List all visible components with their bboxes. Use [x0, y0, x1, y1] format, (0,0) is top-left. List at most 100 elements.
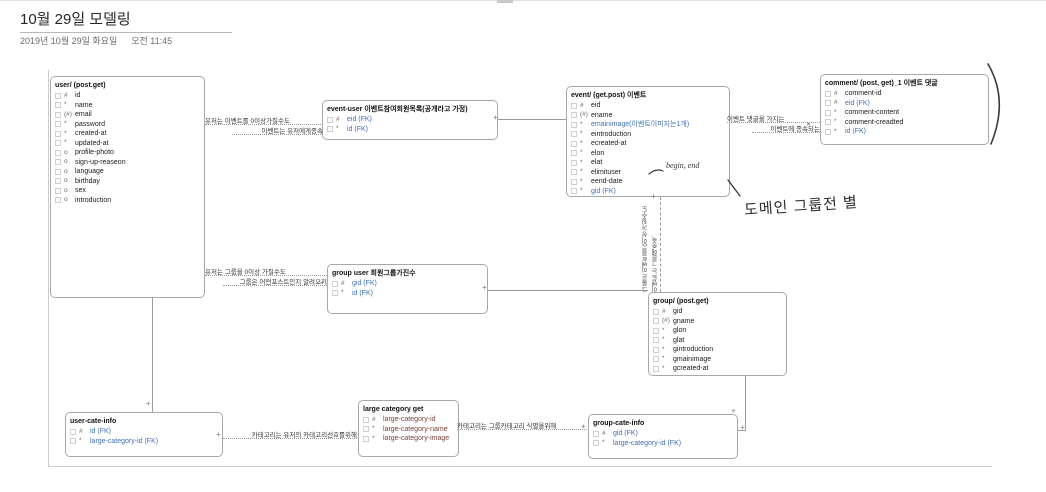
entity-event[interactable]: event/ (get.post) 이벤트#eid(#)ename*emaini… [566, 86, 730, 197]
field-name: email [75, 111, 92, 119]
entity-comment[interactable]: comment/ (post, get)_1 이벤트 댓글#comment-id… [820, 74, 989, 145]
field-row: *eintroduction [571, 130, 725, 140]
field-row: *gcreated-at [653, 364, 782, 374]
entity-title: event-user 이벤트참여회원목록(공개라고 가정) [327, 106, 468, 113]
field-marker: # [336, 115, 340, 123]
field-row: *large-category-name [363, 425, 454, 435]
relation-label-user-group-2: 그룹은 어떤포스트인지 알려오기 [223, 276, 327, 286]
ink-connector-stroke[interactable] [648, 167, 664, 177]
field-row: #large-category-id [363, 415, 454, 425]
field-marker: * [580, 177, 583, 185]
anchor-plus-icon: + [216, 430, 221, 439]
checkbox-icon [55, 149, 61, 156]
field-row: (#)ename [571, 111, 725, 121]
ink-parenthesis-stroke[interactable] [982, 62, 1010, 148]
field-name: created-at [75, 130, 107, 138]
field-row: *name [55, 101, 200, 111]
field-row: *gintroduction [653, 345, 782, 355]
field-name: gname [673, 317, 695, 325]
field-marker: o [64, 177, 68, 184]
page-title[interactable]: 10월 29일 모델링 [20, 8, 232, 33]
checkbox-icon [70, 428, 76, 435]
field-marker: * [662, 364, 665, 372]
entity-event-user[interactable]: event-user 이벤트참여회원목록(공개라고 가정)#eid (FK)*i… [322, 100, 498, 140]
field-marker: * [64, 120, 67, 127]
field-name: gmainimage [673, 355, 712, 363]
field-marker: # [834, 99, 838, 106]
field-row: *large-category-id (FK) [593, 439, 733, 449]
field-name: language [75, 168, 104, 176]
entity-title: user/ (post.get) [55, 82, 106, 89]
entity-user-cate-info[interactable]: user-cate-info#id (FK)*large-category-id… [65, 412, 223, 457]
field-marker: # [64, 91, 68, 99]
field-marker: * [64, 139, 67, 146]
relation-label-event-group: 그룹은 이벤트를 0이상 가질수도 이벤트는 그룹에종속 [641, 198, 660, 292]
relation-label-user-group-1: 유저는 그룹을 0이상 가질수도 [205, 266, 327, 276]
field-marker: * [834, 118, 837, 125]
checkbox-icon [363, 426, 369, 433]
checkbox-icon [571, 188, 577, 195]
field-marker: # [580, 101, 584, 109]
field-marker: * [662, 345, 665, 353]
field-row: *elimituser [571, 168, 725, 178]
connector-event-group [660, 197, 661, 292]
anchor-plus-icon: + [482, 283, 487, 292]
field-marker: o [64, 196, 68, 203]
checkbox-icon [653, 346, 659, 353]
field-name: large-category-id (FK) [90, 437, 159, 445]
entity-large-category[interactable]: large category get #large-category-id*lar… [358, 400, 459, 457]
field-name: elat [591, 159, 603, 167]
checkbox-icon [55, 140, 61, 147]
field-row: *created-at [55, 129, 200, 139]
connector-user-usercate [152, 298, 153, 412]
field-marker: o [64, 148, 68, 156]
field-marker: o [64, 158, 68, 165]
anchor-cross-icon: ✕ [806, 122, 812, 128]
field-marker: * [64, 101, 67, 108]
checkbox-icon [363, 435, 369, 442]
field-row: *password [55, 120, 200, 130]
field-name: id (FK) [90, 428, 111, 436]
entity-user[interactable]: user/ (post.get) # id*name(#)email*passwor… [50, 76, 205, 298]
field-marker: * [580, 168, 583, 175]
checkbox-icon [825, 128, 831, 135]
field-name: id (FK) [845, 128, 866, 136]
checkbox-icon [327, 116, 333, 123]
field-name: elon [591, 149, 605, 157]
field-marker: # [79, 427, 83, 435]
field-marker: * [580, 139, 583, 147]
checkbox-icon [363, 416, 369, 423]
checkbox-icon [571, 169, 577, 176]
field-row: *elon [571, 149, 725, 159]
field-marker: # [602, 429, 606, 437]
ink-note-eend-date[interactable]: begin, end [666, 161, 700, 170]
field-name: gid (FK) [591, 187, 616, 195]
checkbox-icon [593, 430, 599, 437]
ink-slash-stroke[interactable] [726, 178, 742, 198]
checkbox-icon [571, 178, 577, 185]
field-marker: * [580, 158, 583, 166]
relation-label-user-event-1: 유저는 이벤트를 0이상가질수도 [205, 115, 323, 125]
entity-title: user-cate-info [70, 418, 117, 425]
field-marker: (#) [662, 317, 670, 324]
checkbox-icon [70, 438, 76, 445]
entity-group-cate-info[interactable]: group-cate-info#gid (FK)*large-category-… [588, 414, 738, 459]
field-marker: (#) [64, 110, 72, 118]
field-marker: (#) [580, 111, 588, 118]
relation-label-largecate-groupcate: 카테고리는 그룹카테고리 식별을위해 [457, 420, 587, 430]
field-name: gid (FK) [613, 430, 638, 438]
anchor-asterisk-icon: ✳ [731, 409, 737, 415]
field-row: *glat [653, 336, 782, 346]
checkbox-icon [571, 131, 577, 138]
diagram-frame-left [48, 70, 49, 467]
ink-note-domain-group[interactable]: 도메인 그룹전 별 [743, 194, 859, 219]
field-row: *comment-content [825, 108, 984, 118]
entity-title: large category get [363, 406, 424, 413]
entity-group[interactable]: group/ (post.get)#gid(#)gname*glon*glat*… [648, 292, 787, 376]
field-name: id [75, 92, 81, 100]
entity-group-user[interactable]: group user 회원그룹가진수#gid (FK)*id (FK) [327, 264, 488, 314]
checkbox-icon [653, 356, 659, 363]
